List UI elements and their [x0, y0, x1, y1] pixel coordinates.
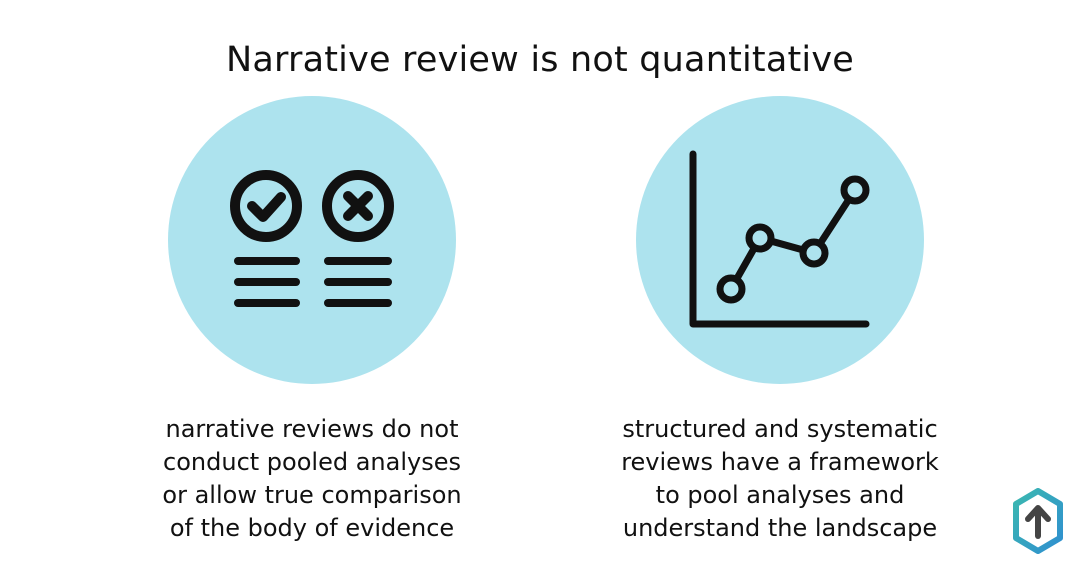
left-caption-line-4: of the body of evidence	[169, 514, 455, 542]
upload-arrow-hexagon-icon	[1013, 488, 1063, 554]
left-caption-line-2: conduct pooled analyses	[163, 448, 461, 476]
arrow-up-icon	[1025, 505, 1051, 539]
left-caption: narrative reviews do not conduct pooled …	[112, 413, 512, 545]
check-cross-list-icon	[168, 96, 456, 384]
line-chart-icon	[636, 96, 924, 384]
left-caption-line-3: or allow true comparison	[162, 481, 462, 509]
check-circle-icon	[230, 170, 302, 242]
chart-line-icon	[716, 175, 870, 304]
list-lines-right-icon	[324, 257, 392, 307]
right-caption-line-2: reviews have a framework	[621, 448, 939, 476]
left-caption-line-1: narrative reviews do not	[165, 415, 459, 443]
slide-title: Narrative review is not quantitative	[225, 40, 854, 80]
list-lines-left-icon	[234, 257, 300, 307]
right-caption-line-3: to pool analyses and	[655, 481, 905, 509]
cross-circle-icon	[322, 170, 394, 242]
right-caption-line-1: structured and systematic	[622, 415, 938, 443]
right-icon-circle	[636, 96, 924, 384]
right-caption-line-4: understand the landscape	[622, 514, 938, 542]
left-icon-circle	[168, 96, 456, 384]
chart-axes-icon	[689, 150, 870, 328]
right-caption: structured and systematic reviews have a…	[580, 413, 980, 545]
